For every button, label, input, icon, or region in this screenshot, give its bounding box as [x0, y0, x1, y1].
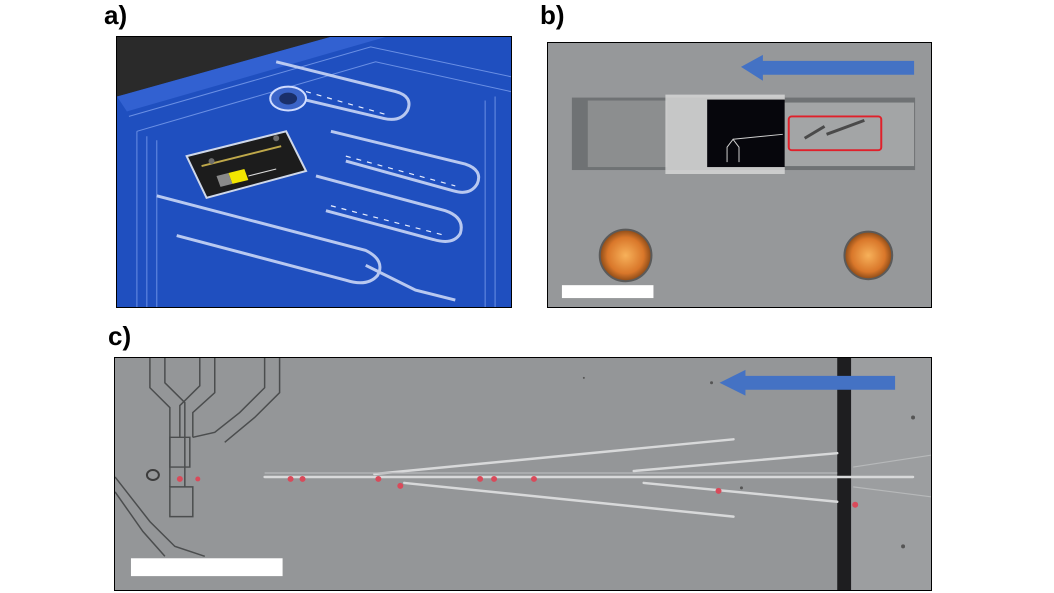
panel-a-image	[116, 36, 512, 308]
panel-label-a: a)	[104, 0, 128, 30]
panel-label-c: c)	[108, 321, 132, 351]
panel-c-image	[114, 357, 932, 591]
cad-render-image	[117, 37, 511, 307]
fibers-photo	[115, 358, 931, 590]
panel-b-image	[547, 42, 932, 308]
outlet-photo	[548, 43, 931, 307]
panel-label-b: b)	[540, 0, 565, 30]
